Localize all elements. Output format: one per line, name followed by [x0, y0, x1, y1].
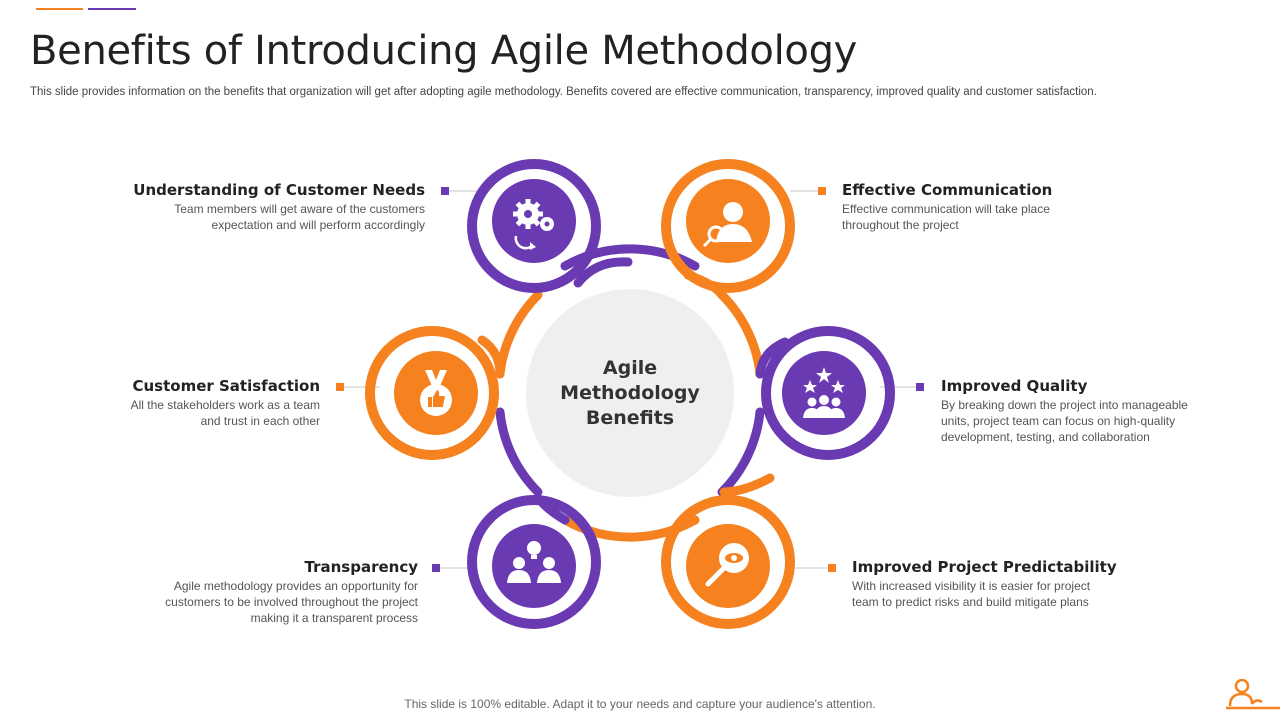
team-idea-icon	[507, 541, 561, 583]
benefit-line: throughout the project	[842, 218, 959, 232]
benefit-line: development, testing, and collaboration	[941, 430, 1150, 444]
bullet-square	[441, 187, 449, 195]
page-subtitle: This slide provides information on the b…	[30, 86, 1097, 98]
center-label: Agile Methodology Benefits	[530, 356, 730, 431]
benefit-line: All the stakeholders work as a team	[130, 398, 320, 412]
benefit-description: By breaking down the project into manage…	[941, 397, 1188, 445]
benefit-transparency: Transparency Agile methodology provides …	[165, 558, 418, 626]
benefit-description: Team members will get aware of the custo…	[133, 201, 425, 233]
bullet-square	[828, 564, 836, 572]
benefit-description: With increased visibility it is easier f…	[852, 578, 1117, 610]
footer-note: This slide is 100% editable. Adapt it to…	[404, 697, 876, 711]
bullet-square	[432, 564, 440, 572]
benefit-line: Team members will get aware of the custo…	[174, 202, 425, 216]
thumbs-up-badge-icon	[420, 370, 452, 416]
center-label-line: Methodology	[560, 382, 700, 404]
team-stars-icon	[803, 367, 845, 418]
node-quality	[761, 326, 895, 460]
bullet-square	[916, 383, 924, 391]
benefit-title: Transparency	[304, 558, 419, 576]
accent-bar-orange	[36, 8, 83, 10]
benefit-line: making it a transparent process	[250, 611, 418, 625]
benefit-line: Effective communication will take place	[842, 202, 1050, 216]
benefit-line: Agile methodology provides an opportunit…	[173, 579, 418, 593]
center-label-line: Agile	[602, 357, 658, 379]
benefit-title: Improved Quality	[941, 377, 1088, 395]
brand-logo-icon	[1226, 678, 1280, 710]
benefit-predictability: Improved Project Predictability With inc…	[852, 558, 1117, 610]
node-transparency	[467, 495, 601, 629]
benefit-title: Improved Project Predictability	[852, 558, 1117, 576]
center-circle	[526, 289, 734, 497]
bullet-square	[818, 187, 826, 195]
user-search-icon	[702, 202, 752, 248]
benefit-description: All the stakeholders work as a team and …	[131, 397, 320, 429]
accent-bar-purple	[88, 8, 136, 10]
benefit-line: By breaking down the project into manage…	[941, 398, 1188, 412]
page-title: Benefits of Introducing Agile Methodolog…	[30, 28, 858, 74]
bullet-square	[336, 383, 344, 391]
benefit-line: team to predict risks and build mitigate…	[852, 595, 1089, 609]
benefit-satisfaction: Customer Satisfaction All the stakeholde…	[131, 377, 320, 429]
center-label-line: Benefits	[585, 407, 675, 429]
benefit-title: Understanding of Customer Needs	[133, 181, 425, 199]
benefit-title: Customer Satisfaction	[132, 377, 320, 395]
benefit-description: Agile methodology provides an opportunit…	[165, 578, 418, 626]
benefit-quality: Improved Quality By breaking down the pr…	[941, 377, 1188, 445]
benefit-communication: Effective Communication Effective commun…	[842, 181, 1052, 233]
magnifier-eye-icon	[705, 543, 749, 587]
node-understanding	[467, 159, 601, 293]
benefit-line: expectation and will perform accordingly	[211, 218, 425, 232]
benefit-line: units, project team can focus on high-qu…	[941, 414, 1176, 428]
benefit-description: Effective communication will take place …	[842, 201, 1052, 233]
benefit-understanding: Understanding of Customer Needs Team mem…	[133, 181, 425, 233]
benefit-line: With increased visibility it is easier f…	[852, 579, 1091, 593]
benefit-line: customers to be involved throughout the …	[165, 595, 418, 609]
benefit-line: and trust in each other	[200, 414, 320, 428]
benefit-title: Effective Communication	[842, 181, 1053, 199]
